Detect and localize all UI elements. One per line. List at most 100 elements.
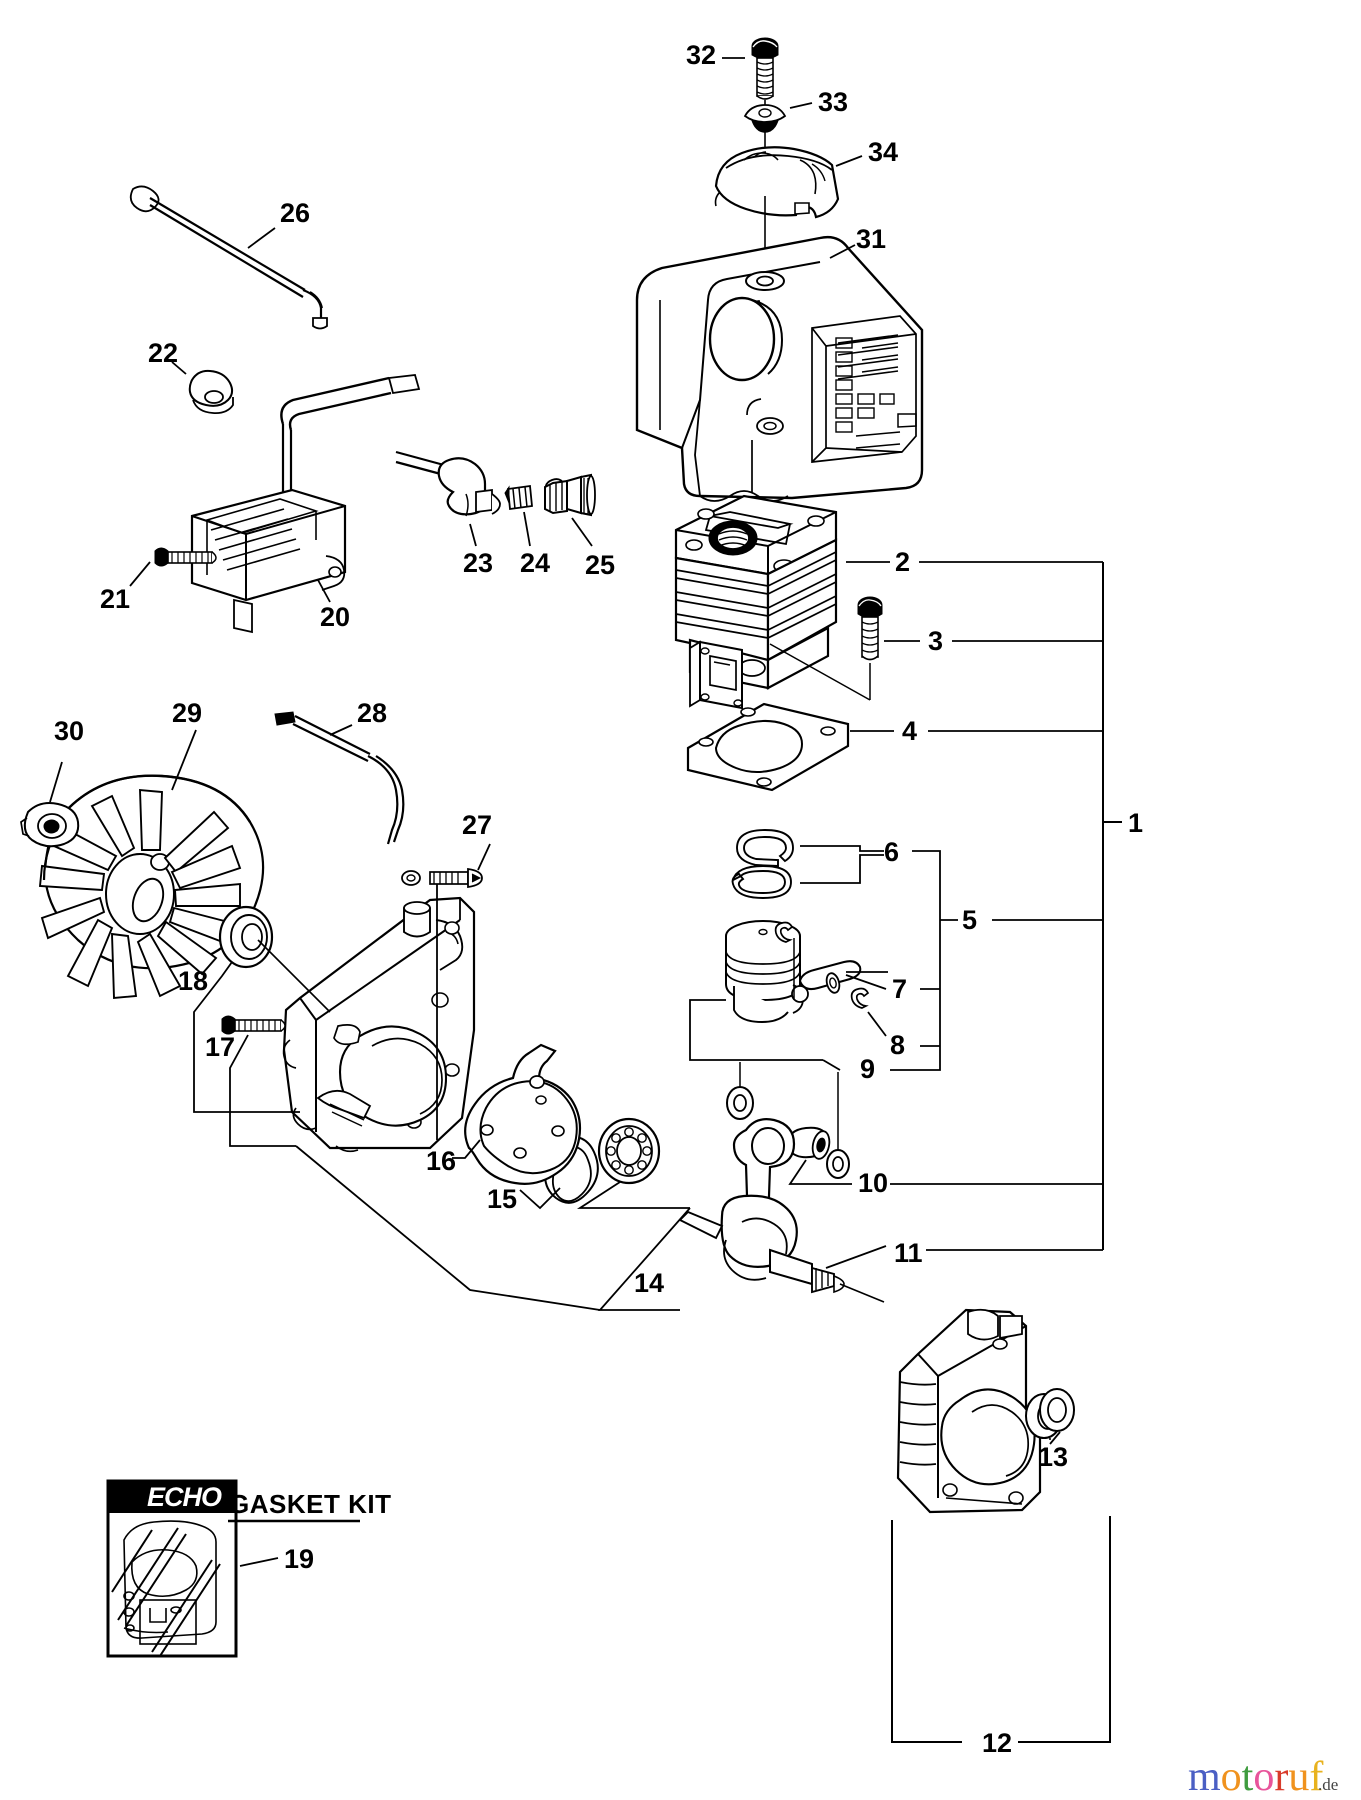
part-piston-9 <box>725 920 809 1023</box>
leader-8 <box>867 1011 887 1037</box>
callout-16: 16 <box>426 1146 456 1176</box>
callout-10: 10 <box>858 1168 888 1198</box>
wm-letter-o2: o <box>1253 1754 1274 1800</box>
part-crankcase-left-half <box>282 896 476 1153</box>
callout-25: 25 <box>585 550 615 580</box>
callout-24: 24 <box>520 548 550 578</box>
callout-13: 13 <box>1038 1442 1068 1472</box>
callout-6: 6 <box>884 837 899 867</box>
leader-9 <box>689 999 823 1061</box>
leader-13 <box>1049 1431 1061 1445</box>
gasket-kit-box: ECHO <box>106 1479 238 1658</box>
part-crankcase-right-half-12 <box>896 1308 1042 1514</box>
callout-1: 1 <box>1128 808 1143 838</box>
part-piston-rings-6 <box>731 829 794 899</box>
callout-32: 32 <box>686 40 716 70</box>
gasket-kit-title: GASKET KIT <box>229 1489 391 1519</box>
part-crankcase-bearing-18 <box>218 905 331 1013</box>
callout-5: 5 <box>962 905 977 935</box>
callout-18: 18 <box>178 966 208 996</box>
callout-31: 31 <box>856 224 886 254</box>
callout-9: 9 <box>860 1054 875 1084</box>
leader-16 <box>452 1139 481 1159</box>
part-ground-screw-27 <box>429 867 483 889</box>
leader-34 <box>835 155 863 167</box>
leader-29 <box>171 729 197 791</box>
part-flywheel-nut-30 <box>20 802 80 848</box>
part-plug-boot-23 <box>437 457 501 517</box>
part-cover-cap-34 <box>714 146 840 219</box>
callout-3: 3 <box>928 626 943 656</box>
callout-12-mask <box>962 1728 1018 1754</box>
part-cover-bolt-32 <box>751 37 779 100</box>
part-ground-wire-28 <box>274 711 421 886</box>
leader-31 <box>829 244 856 259</box>
callout-8: 8 <box>890 1030 905 1060</box>
leader-6a <box>800 845 884 852</box>
part-pin-clip-8 <box>774 921 870 1009</box>
leader-14 <box>576 1181 690 1209</box>
wm-letter-r: r <box>1274 1754 1288 1800</box>
part-crankcase-gasket-16 <box>464 1043 582 1185</box>
leader-33 <box>789 102 813 109</box>
leader-28 <box>329 724 353 736</box>
callout-30: 30 <box>54 716 84 746</box>
part-stop-lead-26 <box>129 185 328 330</box>
callout-20: 20 <box>320 602 350 632</box>
leader-30 <box>49 761 63 803</box>
wm-letter-f: f <box>1309 1754 1323 1800</box>
leader-20 <box>317 579 331 603</box>
part-spark-plug-25 <box>544 473 596 517</box>
callout-17: 17 <box>205 1032 235 1062</box>
part-oil-seal-13-display <box>1039 1388 1075 1432</box>
part-piston-pin-7 <box>798 960 862 994</box>
callout-12-text: 12 <box>982 1728 1012 1758</box>
leader-11 <box>825 1245 887 1269</box>
callout-14: 14 <box>634 1268 664 1298</box>
leader-6b <box>800 854 884 884</box>
wm-letter-o1: o <box>1221 1754 1242 1800</box>
leader-17 <box>229 1034 296 1147</box>
part-crankshaft-11 <box>678 1118 885 1303</box>
callout-26: 26 <box>280 198 310 228</box>
callout-28: 28 <box>357 698 387 728</box>
leader-22 <box>171 361 187 375</box>
part-crankcase-screw-17 <box>221 1015 286 1035</box>
part-engine-cover-31 <box>635 235 924 502</box>
wm-letter-u: u <box>1288 1754 1309 1800</box>
leader-10 <box>788 1159 852 1185</box>
leader-23 <box>469 523 477 547</box>
callout-27: 27 <box>462 810 492 840</box>
wm-suffix: .de <box>1318 1775 1338 1794</box>
leader-21 <box>129 561 151 587</box>
part-ignition-coil-20 <box>190 374 459 634</box>
part-coil-screw-21 <box>154 547 217 567</box>
callout-34: 34 <box>868 137 898 167</box>
part-terminal-24 <box>504 484 533 511</box>
echo-wordmark: ECHO <box>147 1482 222 1512</box>
callout-29: 29 <box>172 698 202 728</box>
leader-26 <box>247 227 276 249</box>
callout-2: 2 <box>895 547 910 577</box>
part-crank-bearing-14 <box>597 1117 661 1185</box>
leader-27 <box>477 843 491 871</box>
callout-19: 19 <box>284 1544 314 1574</box>
callout-23: 23 <box>463 548 493 578</box>
callout-22: 22 <box>148 338 178 368</box>
callout-21: 21 <box>100 584 130 614</box>
part-cylinder-gasket-4 <box>686 702 850 792</box>
callout-15: 15 <box>487 1184 517 1214</box>
callout-33: 33 <box>818 87 848 117</box>
part-cover-grommet-33 <box>743 104 787 133</box>
leader-24 <box>523 511 531 547</box>
wm-letter-m: m <box>1188 1754 1221 1800</box>
callout-7: 7 <box>892 974 907 1004</box>
part-cylinder-2 <box>674 494 838 710</box>
callout-11: 11 <box>894 1238 923 1268</box>
part-cap-22 <box>188 369 234 414</box>
watermark-motoruf: motoruf .de <box>1188 1754 1338 1800</box>
svg-text:motoruf: motoruf <box>1188 1754 1323 1800</box>
part-cylinder-bolt-3 <box>857 596 883 661</box>
